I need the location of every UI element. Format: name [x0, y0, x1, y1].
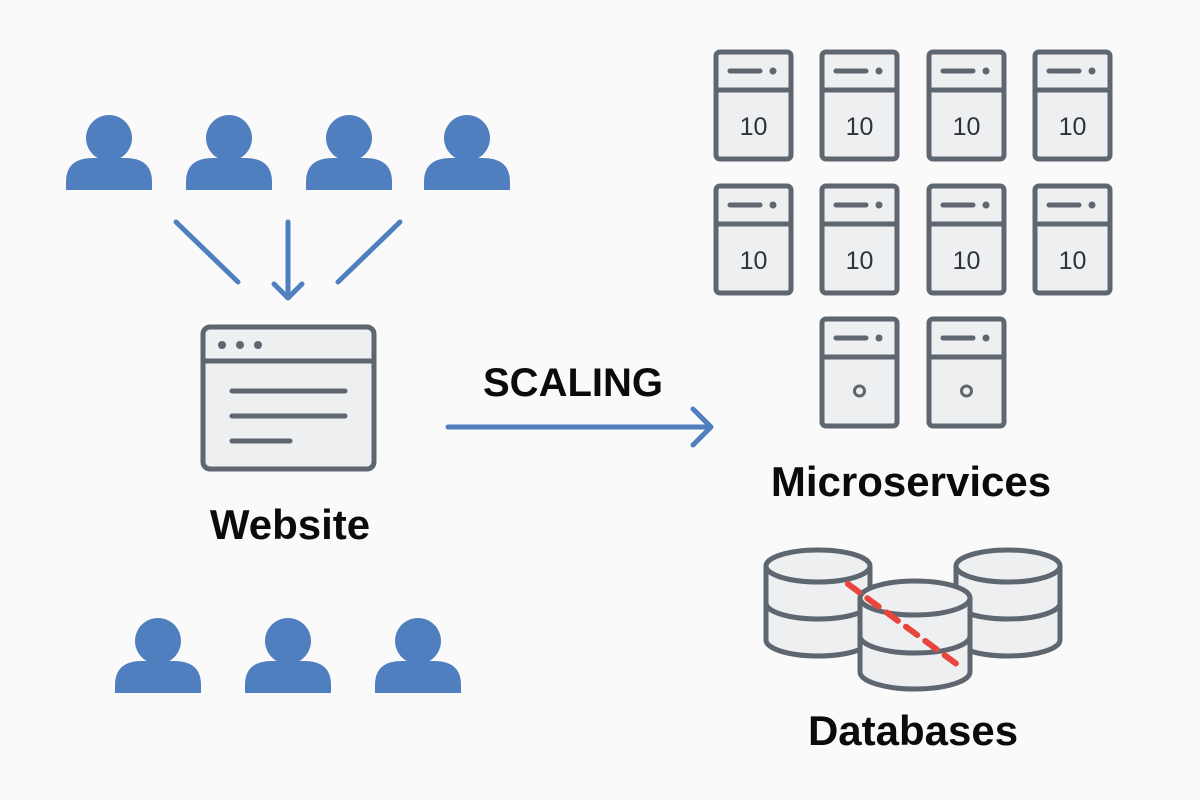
- arrow-icon: [335, 219, 403, 285]
- server-label: 10: [953, 113, 981, 141]
- server-label: 10: [953, 247, 981, 275]
- server-label: 10: [846, 247, 874, 275]
- server-icon: 10: [1032, 49, 1113, 162]
- website-label: Website: [210, 501, 370, 548]
- scaling-arrow-icon: [445, 406, 714, 448]
- server-label: 10: [740, 247, 768, 275]
- server-icon: 10: [1032, 183, 1113, 296]
- database-icon: [763, 547, 873, 659]
- server-icon: 10: [713, 49, 794, 162]
- server-icon: 10: [713, 183, 794, 296]
- arrow-down-icon: [271, 219, 305, 301]
- incoming-arrows: [173, 219, 403, 301]
- server-icon: 10: [819, 49, 900, 162]
- database-icon: [857, 578, 973, 692]
- user-icon: [306, 115, 392, 190]
- top-users: [66, 115, 510, 190]
- user-icon: [115, 618, 201, 693]
- server-icon: 10: [926, 183, 1007, 296]
- microservices-label: Microservices: [771, 458, 1051, 505]
- user-icon: [424, 115, 510, 190]
- arrow-icon: [173, 219, 241, 285]
- server-label: 10: [740, 113, 768, 141]
- server-label: 10: [1059, 247, 1087, 275]
- scaling-label: SCALING: [483, 361, 663, 405]
- server-icon: [819, 316, 900, 429]
- website-window-icon: [200, 324, 377, 472]
- bottom-users: [115, 618, 461, 693]
- database-cluster: [763, 547, 1063, 692]
- user-icon: [186, 115, 272, 190]
- server-icon: 10: [926, 49, 1007, 162]
- server-label: 10: [846, 113, 874, 141]
- server-grid: 10 10 10 10 10 10 10 10: [713, 49, 1113, 429]
- user-icon: [375, 618, 461, 693]
- broken-link-line: [845, 581, 965, 671]
- user-icon: [245, 618, 331, 693]
- user-icon: [66, 115, 152, 190]
- databases-label: Databases: [808, 707, 1018, 754]
- server-label: 10: [1059, 113, 1087, 141]
- server-icon: [926, 316, 1007, 429]
- server-icon: 10: [819, 183, 900, 296]
